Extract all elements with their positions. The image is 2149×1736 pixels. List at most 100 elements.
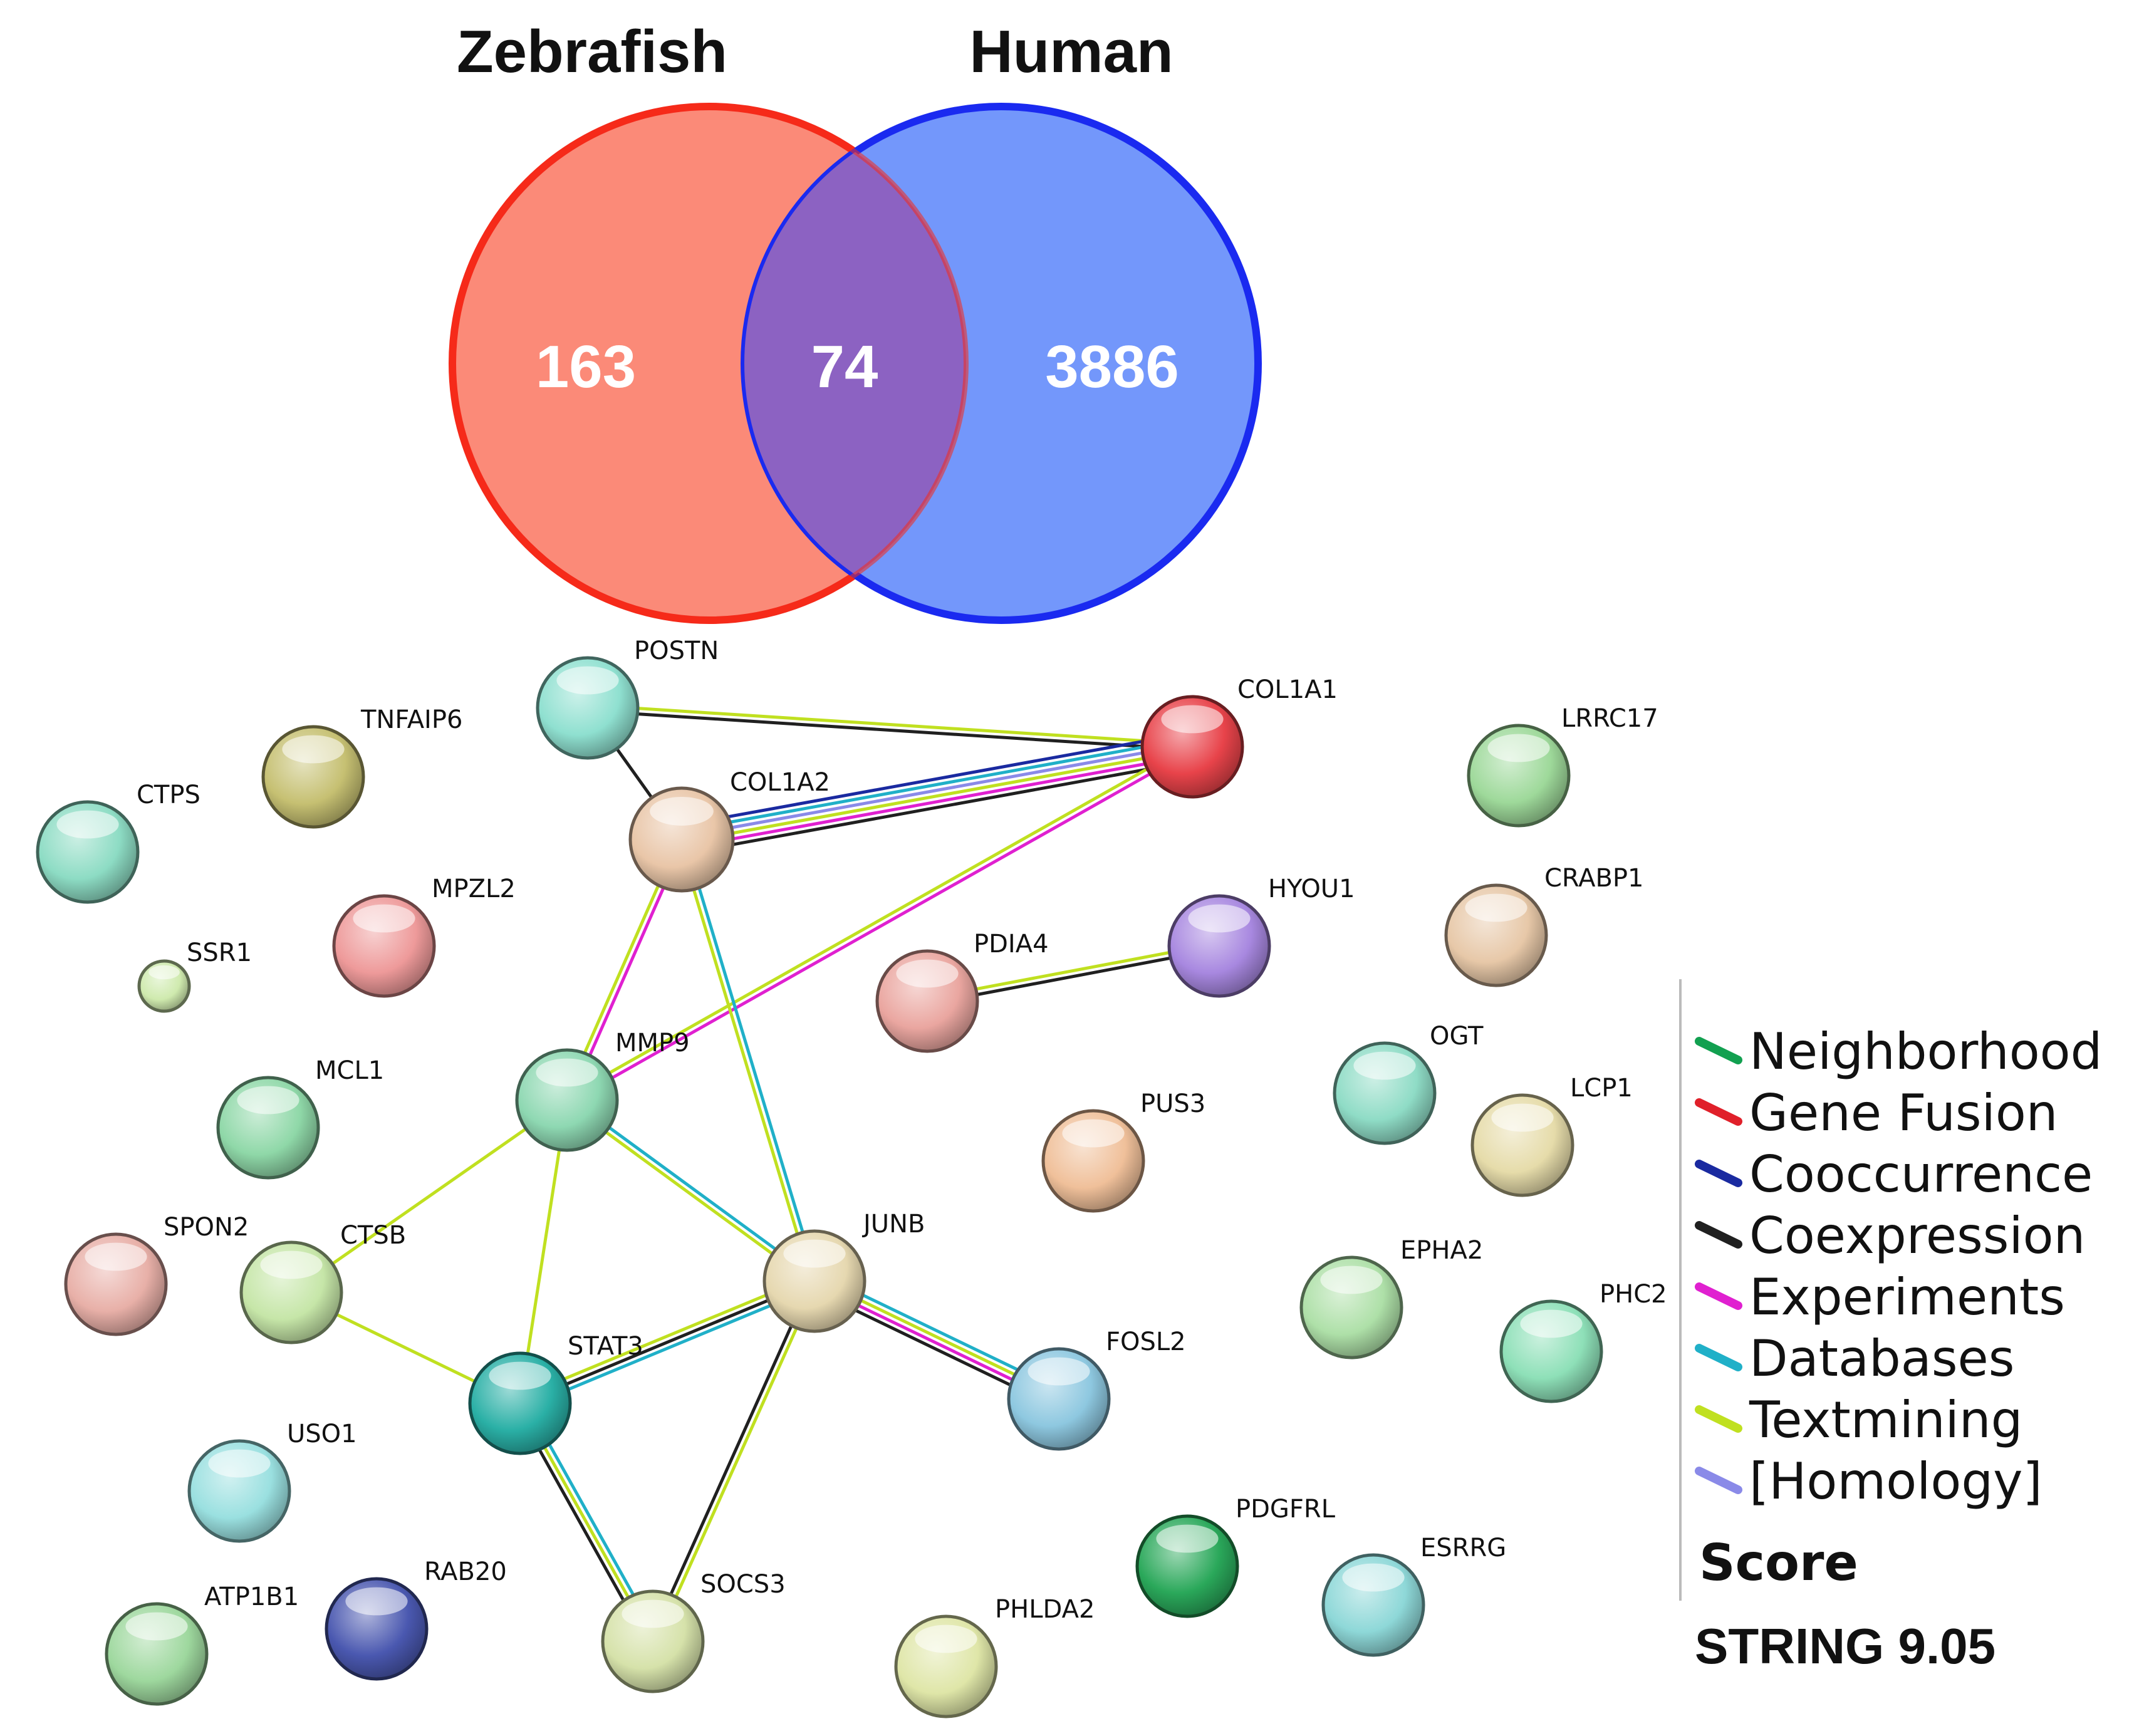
node-highlight xyxy=(556,666,619,695)
node-lrrc17[interactable]: LRRC17 xyxy=(1467,704,1658,828)
node-label: TNFAIP6 xyxy=(360,705,462,734)
node-label: COL1A2 xyxy=(730,768,830,797)
node-label: LRRC17 xyxy=(1561,704,1658,733)
node-highlight xyxy=(1028,1357,1090,1386)
overlap-count: 74 xyxy=(811,333,878,400)
node-rab20[interactable]: RAB20 xyxy=(325,1557,507,1681)
node-highlight xyxy=(1062,1119,1125,1148)
node-highlight xyxy=(1520,1309,1583,1338)
edge-evidence-textmining xyxy=(564,742,1193,1099)
edge-evidence-databases xyxy=(679,737,1193,833)
legend-swatch xyxy=(1695,1405,1742,1433)
node-esrrg[interactable]: ESRRG xyxy=(1321,1534,1506,1657)
node-highlight xyxy=(208,1449,271,1478)
node-lcp1[interactable]: LCP1 xyxy=(1470,1074,1633,1197)
edge-evidence-coexpression xyxy=(682,759,1197,855)
edge-mmp9-ctsb[interactable] xyxy=(289,1098,569,1294)
node-highlight xyxy=(260,1250,323,1279)
edge-evidence-coexpression xyxy=(648,1278,814,1642)
edge-postn-col1a1[interactable] xyxy=(586,704,1194,751)
node-label: RAB20 xyxy=(424,1557,507,1586)
node-label: USO1 xyxy=(287,1420,357,1448)
node-ssr1[interactable]: SSR1 xyxy=(137,938,252,1013)
node-pus3[interactable]: PUS3 xyxy=(1041,1089,1205,1213)
zebrafish-outline-over xyxy=(450,104,969,623)
string-version: STRING 9.05 xyxy=(1695,1618,1995,1674)
node-highlight xyxy=(1156,1524,1219,1553)
node-spon2[interactable]: SPON2 xyxy=(64,1213,249,1336)
edge-mmp9-col1a1[interactable] xyxy=(564,742,1195,1104)
node-label: HYOU1 xyxy=(1268,875,1355,903)
node-label: MMP9 xyxy=(615,1029,690,1058)
node-phlda2[interactable]: PHLDA2 xyxy=(894,1595,1095,1718)
node-mpzl2[interactable]: MPZL2 xyxy=(332,875,516,998)
edge-evidence-textmining xyxy=(289,1098,569,1294)
node-highlight xyxy=(125,1612,188,1641)
edge-evidence-coexpression xyxy=(518,1279,816,1405)
node-highlight xyxy=(345,1587,408,1616)
edge-evidence-databases xyxy=(682,837,819,1282)
legend-score-label: Score xyxy=(1699,1534,1858,1592)
node-ctps[interactable]: CTPS xyxy=(36,781,200,904)
edge-col1a2-col1a1[interactable] xyxy=(677,731,1197,855)
node-socs3[interactable]: SOCS3 xyxy=(601,1570,786,1693)
node-label: JUNB xyxy=(861,1210,925,1239)
node-mcl1[interactable]: MCL1 xyxy=(216,1056,384,1180)
legend-swatch xyxy=(1695,1467,1742,1494)
node-postn[interactable]: POSTN xyxy=(536,637,719,760)
edge-junb-socs3[interactable] xyxy=(648,1278,819,1645)
node-label: POSTN xyxy=(634,637,719,665)
legend-swatch xyxy=(1695,1098,1742,1126)
node-highlight xyxy=(1487,734,1550,762)
legend-swatch xyxy=(1695,1160,1742,1187)
node-atp1b1[interactable]: ATP1B1 xyxy=(105,1583,299,1706)
legend-item-neighborhood: Neighborhood xyxy=(1695,1022,2102,1081)
node-label: STAT3 xyxy=(568,1332,643,1361)
node-label: MPZL2 xyxy=(432,875,516,903)
legend-label: Textmining xyxy=(1749,1391,2022,1449)
edge-evidence-textmining xyxy=(516,1274,814,1400)
node-highlight xyxy=(1161,705,1224,734)
edge-evidence-textmining xyxy=(653,1281,819,1645)
node-uso1[interactable]: USO1 xyxy=(187,1420,357,1543)
node-crabp1[interactable]: CRABP1 xyxy=(1444,864,1643,987)
node-col1a2[interactable]: COL1A2 xyxy=(628,768,830,893)
node-label: ATP1B1 xyxy=(204,1583,299,1611)
edge-evidence-textmining xyxy=(677,838,814,1284)
node-phc2[interactable]: PHC2 xyxy=(1499,1280,1667,1403)
node-junb[interactable]: JUNB xyxy=(762,1210,925,1333)
node-highlight xyxy=(1353,1051,1416,1080)
node-mmp9[interactable]: MMP9 xyxy=(515,1029,690,1152)
node-label: PDIA4 xyxy=(974,930,1049,959)
node-hyou1[interactable]: HYOU1 xyxy=(1167,875,1355,998)
legend-item-textmining: Textmining xyxy=(1695,1391,2022,1449)
edge-col1a2-junb[interactable] xyxy=(677,837,819,1284)
zebrafish-only-count: 163 xyxy=(536,333,636,400)
node-label: PDGFRL xyxy=(1236,1495,1336,1524)
node-label: PUS3 xyxy=(1140,1089,1205,1118)
node-pdia4[interactable]: PDIA4 xyxy=(875,930,1049,1053)
edge-stat3-junb[interactable] xyxy=(516,1274,818,1410)
node-label: COL1A1 xyxy=(1237,675,1338,704)
node-epha2[interactable]: EPHA2 xyxy=(1299,1236,1483,1359)
legend-label: [Homology] xyxy=(1749,1452,2042,1510)
zebrafish-title: Zebrafish xyxy=(457,18,727,85)
node-col1a1[interactable]: COL1A1 xyxy=(1140,675,1338,799)
node-highlight xyxy=(1188,904,1251,933)
edge-evidence-databases xyxy=(520,1284,818,1410)
node-pdgfrl[interactable]: PDGFRL xyxy=(1135,1495,1336,1618)
node-ctsb[interactable]: CTSB xyxy=(239,1221,406,1344)
node-label: CTPS xyxy=(137,781,200,809)
node-label: SOCS3 xyxy=(700,1570,786,1599)
node-fosl2[interactable]: FOSL2 xyxy=(1007,1328,1186,1451)
node-stat3[interactable]: STAT3 xyxy=(468,1332,643,1455)
node-ogt[interactable]: OGT xyxy=(1333,1022,1484,1145)
node-highlight xyxy=(353,904,415,933)
legend-label: Neighborhood xyxy=(1749,1022,2102,1081)
edge-evidence-experiments xyxy=(566,747,1195,1104)
legend-item-coexpression: Coexpression xyxy=(1695,1207,2085,1265)
node-highlight xyxy=(622,1599,684,1628)
node-highlight xyxy=(56,810,119,839)
node-tnfaip6[interactable]: TNFAIP6 xyxy=(261,705,462,829)
